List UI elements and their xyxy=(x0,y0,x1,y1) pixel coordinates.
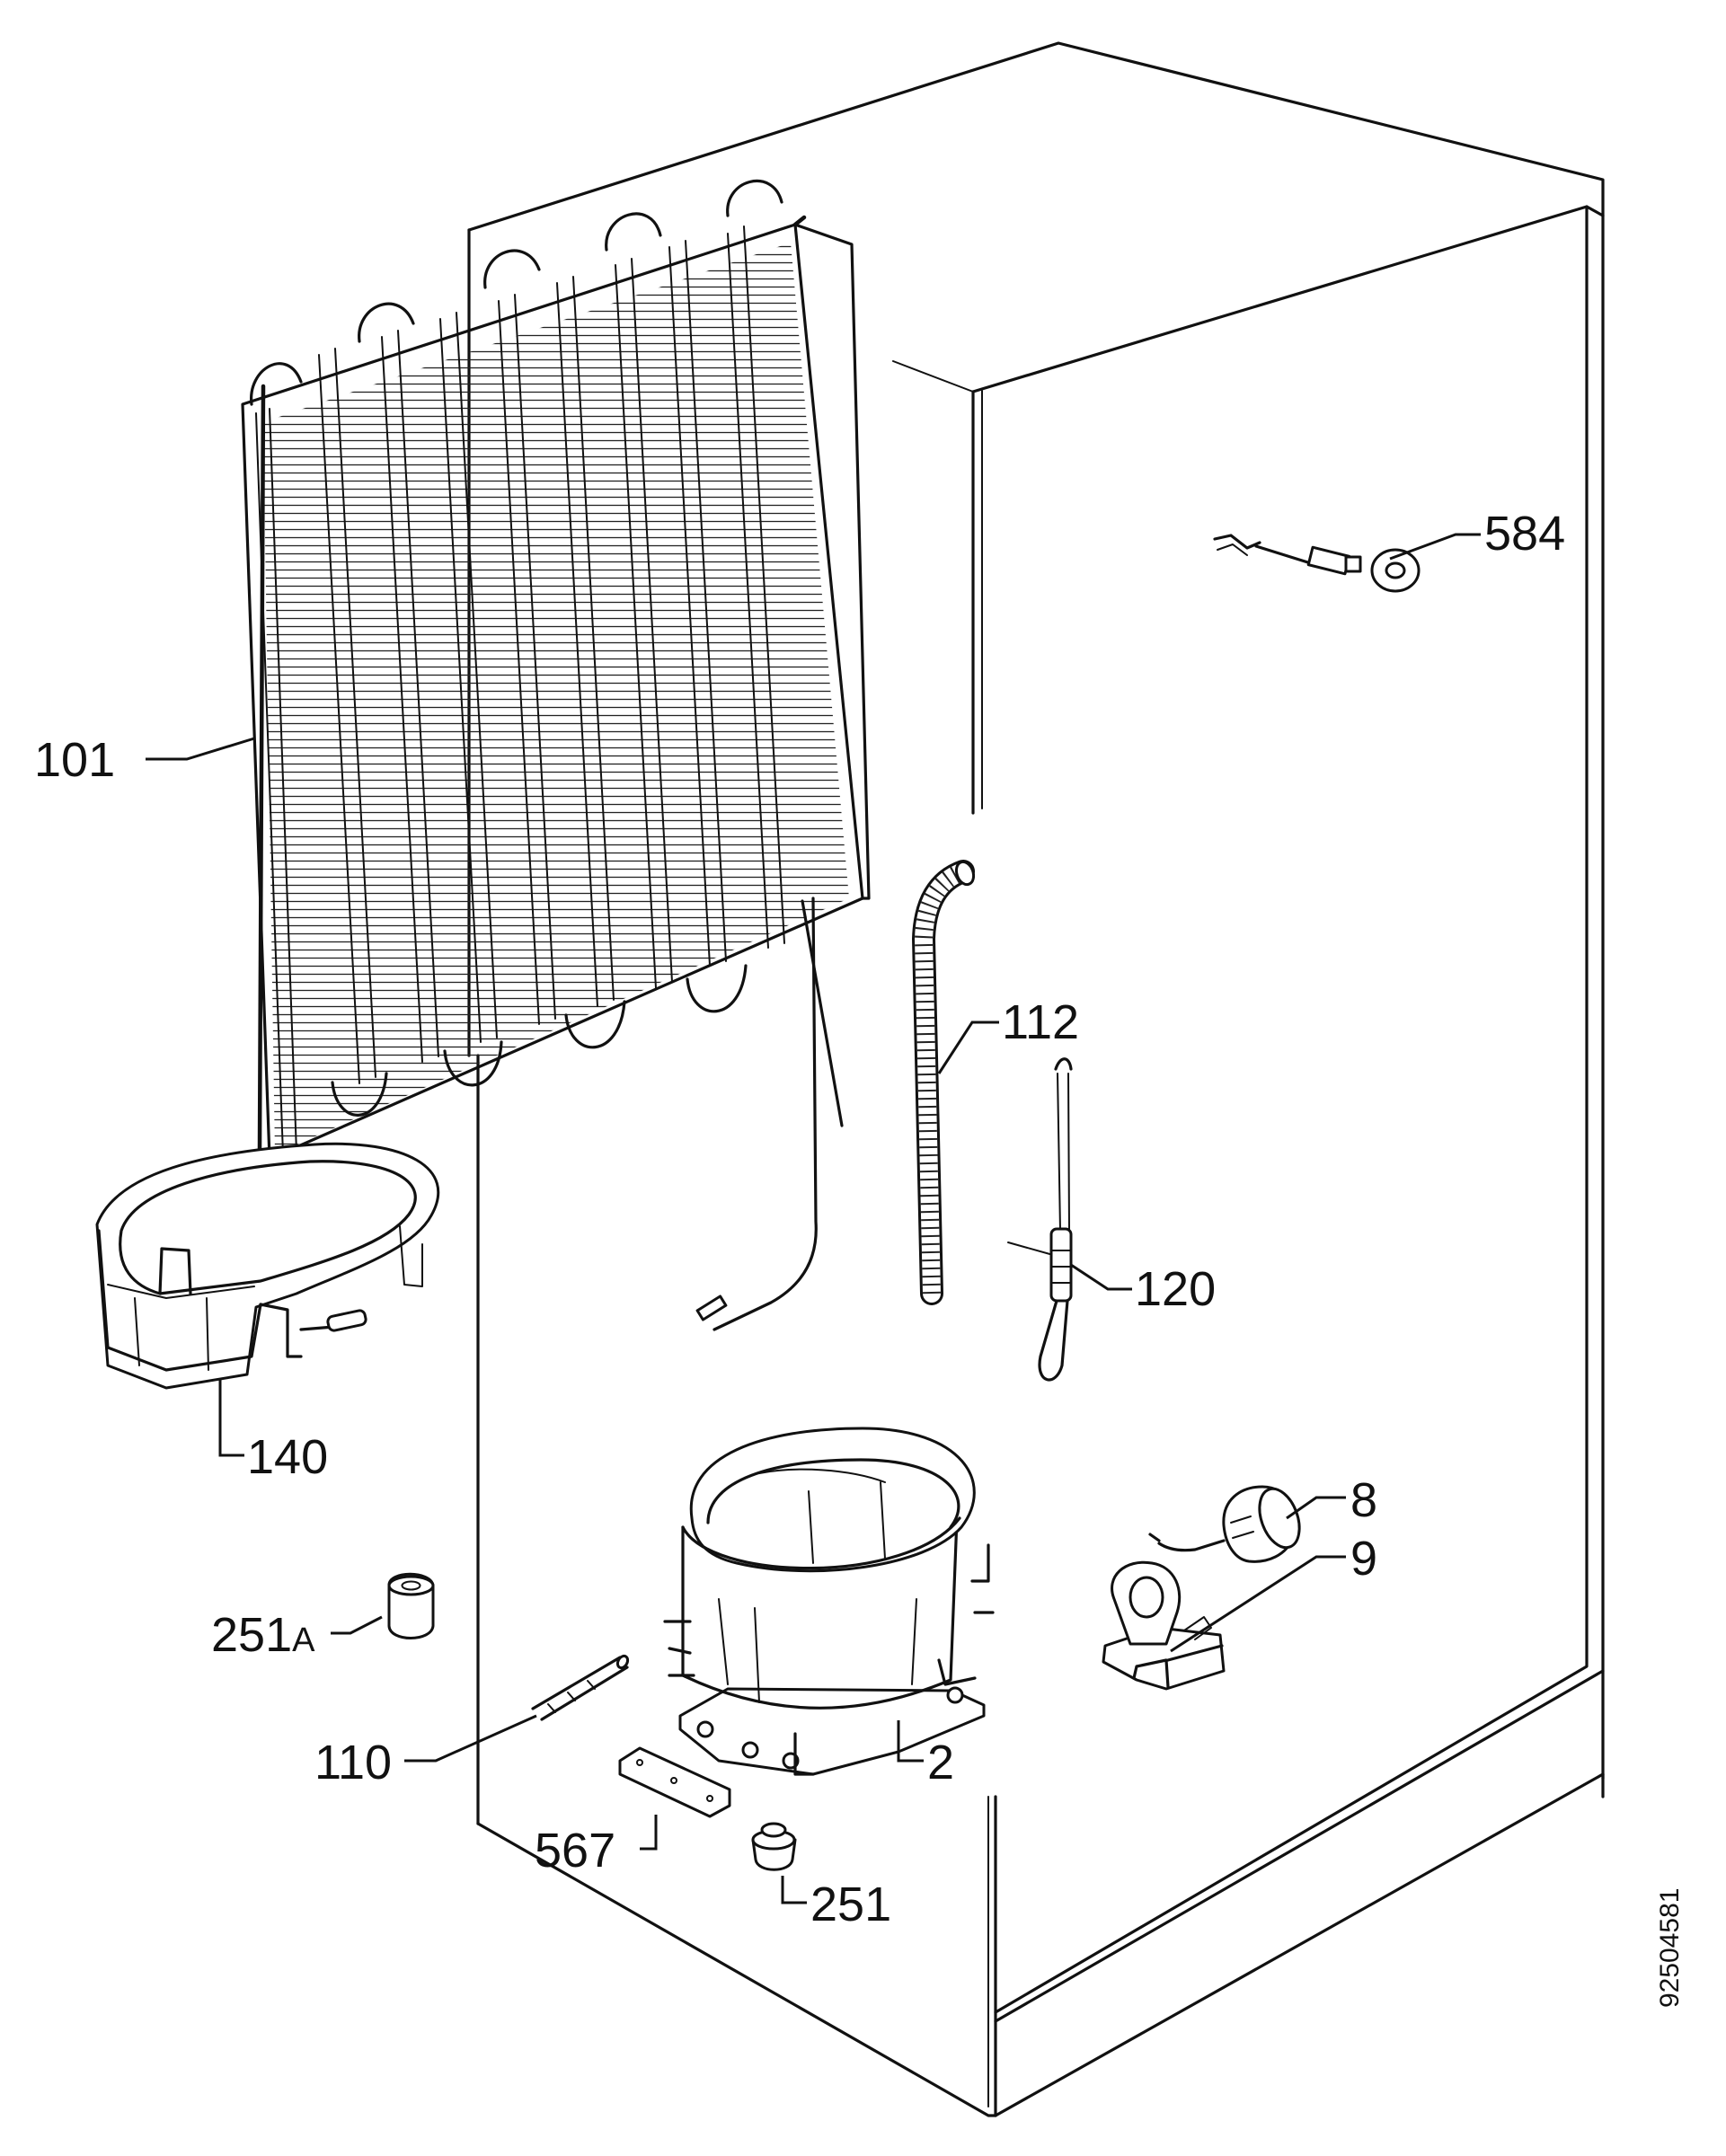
condenser-101 xyxy=(241,179,871,1331)
callout-584: 584 xyxy=(1484,507,1565,561)
sleeve-251a xyxy=(387,1572,435,1639)
grommet-251 xyxy=(751,1822,797,1871)
drip-tray-140 xyxy=(95,1142,440,1390)
callout-120: 120 xyxy=(1135,1262,1216,1316)
relay-8 xyxy=(1148,1485,1301,1563)
callout-9: 9 xyxy=(1350,1532,1377,1586)
callout-251a: 251A xyxy=(211,1608,315,1662)
callout-2: 2 xyxy=(927,1736,954,1789)
callout-101: 101 xyxy=(34,733,115,787)
callout-140: 140 xyxy=(247,1430,328,1484)
leader-lines xyxy=(146,533,1481,1904)
callout-251: 251 xyxy=(810,1878,891,1931)
callout-112: 112 xyxy=(1002,995,1079,1049)
bracket-567 xyxy=(618,1746,731,1818)
drain-hose-112 xyxy=(911,860,976,1305)
callout-110: 110 xyxy=(314,1736,392,1789)
drawing-number: 92504581 xyxy=(1655,1888,1685,2008)
compressor-2 xyxy=(663,1427,995,1776)
overload-9 xyxy=(1102,1560,1226,1691)
cable-584 xyxy=(1213,534,1421,593)
callout-8: 8 xyxy=(1350,1473,1377,1527)
callout-labels: 584 101 112 120 140 8 9 251A 110 2 567 2… xyxy=(34,507,1685,2008)
pipe-110 xyxy=(531,1654,630,1721)
probe-120 xyxy=(1007,1057,1073,1382)
callout-567: 567 xyxy=(535,1824,615,1878)
cabinet xyxy=(467,41,1605,2117)
